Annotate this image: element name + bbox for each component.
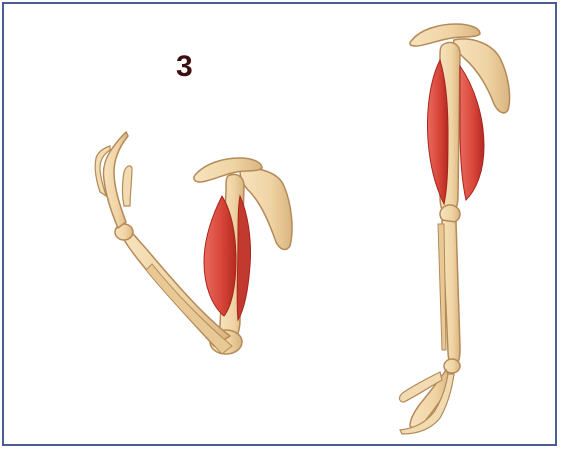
right-triceps-muscle bbox=[460, 66, 484, 200]
right-biceps-muscle bbox=[428, 60, 449, 204]
extended-arm bbox=[400, 24, 510, 434]
left-thumb bbox=[123, 166, 133, 206]
left-triceps-muscle bbox=[237, 196, 250, 320]
flexed-arm bbox=[95, 132, 292, 354]
right-forearm-bone-2 bbox=[438, 224, 446, 350]
